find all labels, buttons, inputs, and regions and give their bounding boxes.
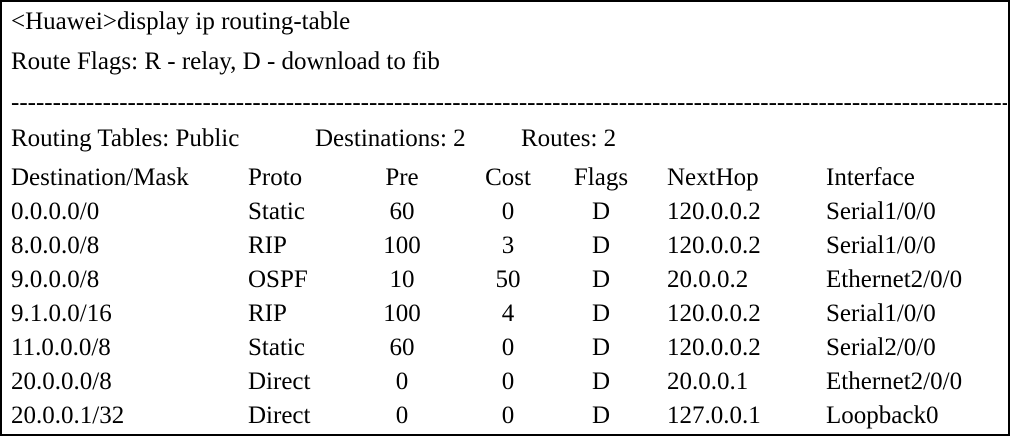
cell-nexthop: 20.0.0.2 <box>667 266 749 293</box>
cell-interface: Serial1/0/0 <box>826 232 936 259</box>
table-header: Destination/Mask Proto Pre Cost Flags Ne… <box>2 162 1002 194</box>
table-row: 8.0.0.0/8 RIP 100 3 D 120.0.0.2 Serial1/… <box>2 230 1002 262</box>
table-row: 0.0.0.0/0 Static 60 0 D 120.0.0.2 Serial… <box>2 196 1002 228</box>
cell-interface: Loopback0 <box>826 402 939 429</box>
column-header-proto: Proto <box>248 164 303 191</box>
cell-flags: D <box>591 266 611 293</box>
column-header-destination: Destination/Mask <box>11 164 189 191</box>
routing-summary: Routing Tables: Public Destinations: 2 R… <box>2 124 1002 154</box>
cell-interface: Serial1/0/0 <box>826 300 936 327</box>
cell-nexthop: 120.0.0.2 <box>667 198 761 225</box>
cell-interface: Serial2/0/0 <box>826 334 936 361</box>
route-flags-legend: Route Flags: R - relay, D - download to … <box>11 48 440 75</box>
cell-cost: 50 <box>495 266 521 293</box>
cell-cost: 3 <box>501 232 515 259</box>
column-header-cost: Cost <box>485 164 531 191</box>
cell-pre: 60 <box>389 334 415 361</box>
cell-proto: Static <box>248 198 305 225</box>
cell-cost: 0 <box>501 402 515 429</box>
cell-flags: D <box>591 300 611 327</box>
destinations-count: Destinations: 2 <box>315 125 466 152</box>
cell-pre: 100 <box>383 232 421 259</box>
cell-destination: 20.0.0.1/32 <box>11 402 125 429</box>
cell-proto: RIP <box>248 232 287 259</box>
table-row: 11.0.0.0/8 Static 60 0 D 120.0.0.2 Seria… <box>2 332 1002 364</box>
cell-interface: Ethernet2/0/0 <box>826 368 963 395</box>
cell-flags: D <box>591 198 611 225</box>
table-row: 20.0.0.1/32 Direct 0 0 D 127.0.0.1 Loopb… <box>2 400 1002 432</box>
cell-proto: OSPF <box>248 266 308 293</box>
cell-nexthop: 20.0.0.1 <box>667 368 749 395</box>
table-row: 20.0.0.0/8 Direct 0 0 D 20.0.0.1 Etherne… <box>2 366 1002 398</box>
cell-pre: 0 <box>395 368 409 395</box>
cell-destination: 20.0.0.0/8 <box>11 368 112 395</box>
routes-count: Routes: 2 <box>521 125 617 152</box>
cell-pre: 100 <box>383 300 421 327</box>
cell-destination: 11.0.0.0/8 <box>11 334 111 361</box>
cell-nexthop: 120.0.0.2 <box>667 232 761 259</box>
cell-nexthop: 127.0.0.1 <box>667 402 761 429</box>
cell-nexthop: 120.0.0.2 <box>667 300 761 327</box>
table-row: 9.1.0.0/16 RIP 100 4 D 120.0.0.2 Serial1… <box>2 298 1002 330</box>
column-header-nexthop: NextHop <box>667 164 759 191</box>
cell-proto: Direct <box>248 368 311 395</box>
cell-pre: 10 <box>389 266 415 293</box>
cell-destination: 8.0.0.0/8 <box>11 232 100 259</box>
cell-flags: D <box>591 402 611 429</box>
column-header-pre: Pre <box>385 164 419 191</box>
cell-interface: Ethernet2/0/0 <box>826 266 963 293</box>
cell-interface: Serial1/0/0 <box>826 198 936 225</box>
cell-cost: 4 <box>501 300 515 327</box>
cell-pre: 0 <box>395 402 409 429</box>
cell-destination: 9.1.0.0/16 <box>11 300 112 327</box>
routing-tables-label: Routing Tables: Public <box>11 125 240 152</box>
cell-destination: 9.0.0.0/8 <box>11 266 100 293</box>
separator-line: ----------------------------------------… <box>11 89 1007 116</box>
table-row: 9.0.0.0/8 OSPF 10 50 D 20.0.0.2 Ethernet… <box>2 264 1002 296</box>
cell-flags: D <box>591 368 611 395</box>
cell-cost: 0 <box>501 334 515 361</box>
cell-destination: 0.0.0.0/0 <box>11 198 100 225</box>
command-line: <Huawei>display ip routing-table <box>11 8 351 35</box>
cell-proto: Direct <box>248 402 311 429</box>
cell-cost: 0 <box>501 198 515 225</box>
cell-flags: D <box>591 334 611 361</box>
column-header-interface: Interface <box>826 164 915 191</box>
cell-pre: 60 <box>389 198 415 225</box>
cell-cost: 0 <box>501 368 515 395</box>
cell-proto: RIP <box>248 300 287 327</box>
cell-flags: D <box>591 232 611 259</box>
column-header-flags: Flags <box>573 164 629 191</box>
cell-nexthop: 120.0.0.2 <box>667 334 761 361</box>
cell-proto: Static <box>248 334 305 361</box>
